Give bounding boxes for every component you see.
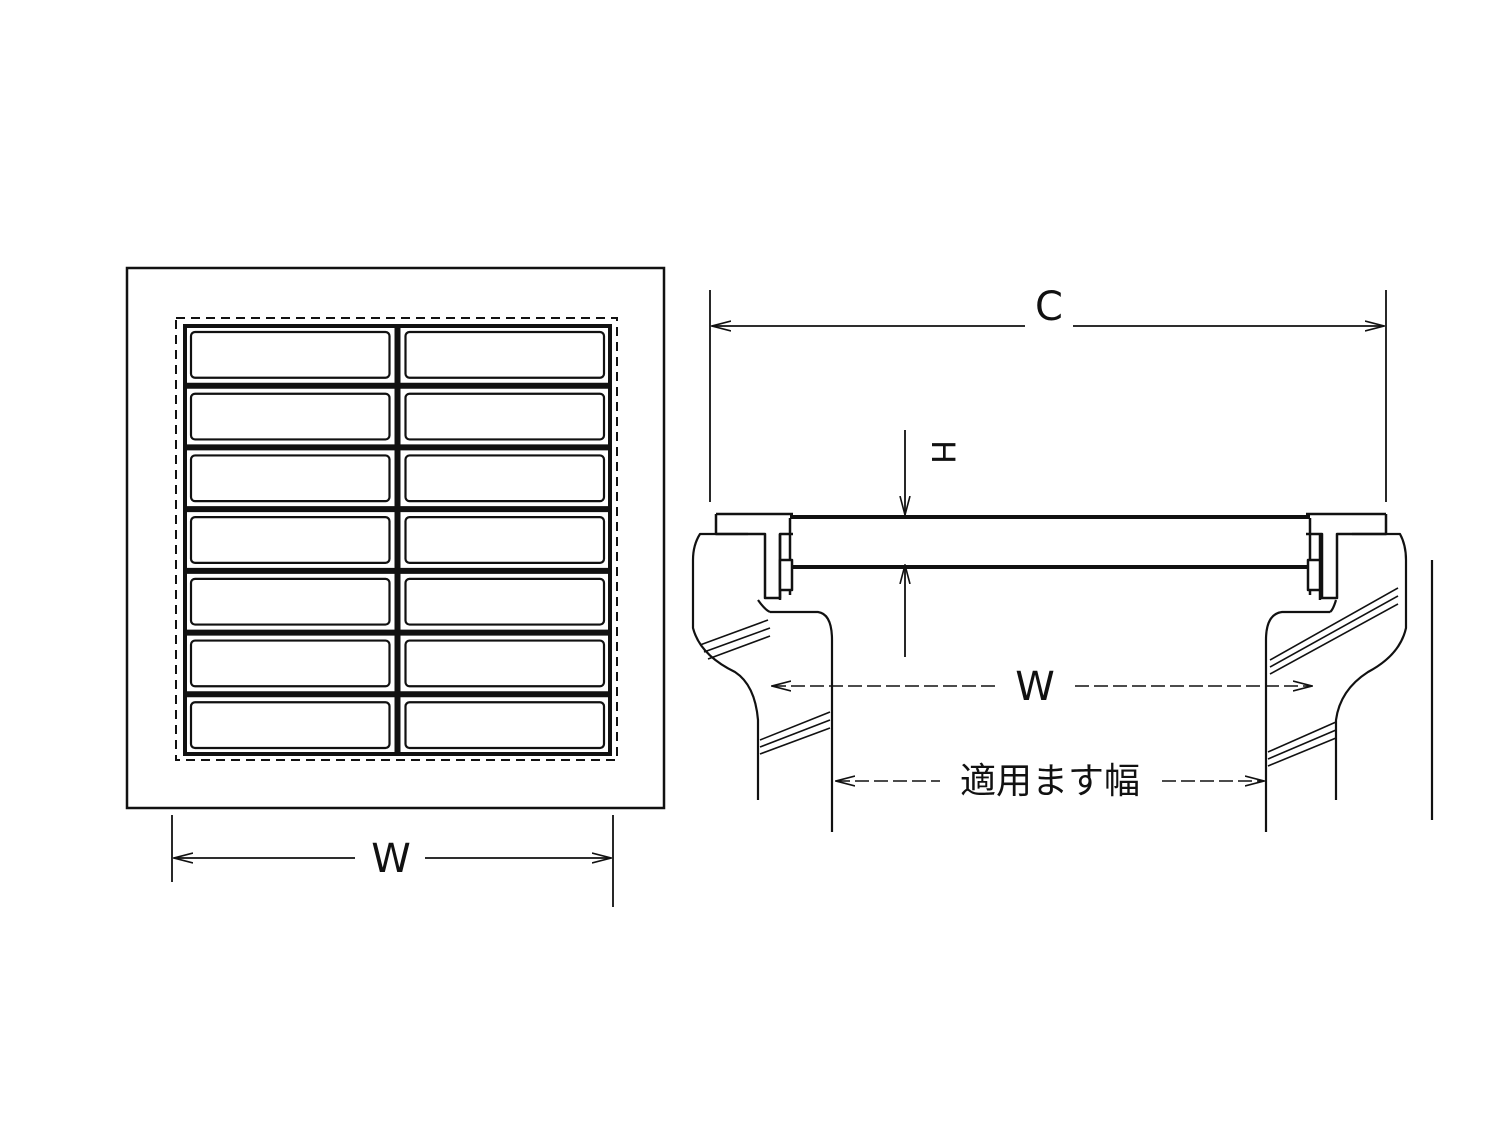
grating-slot [189, 701, 391, 750]
grating-slot [404, 701, 606, 750]
plan-width-label: W [371, 836, 411, 882]
plan-width-dimension: W [171, 815, 614, 907]
applicable-pit-width-label: 適用ます幅 [960, 761, 1140, 802]
right-inner-step [1329, 599, 1338, 613]
lid-left-clip [778, 558, 794, 592]
plan-view: W [125, 266, 666, 907]
pit-walls [691, 532, 1434, 832]
applicable-pit-width-dimension: 適用ます幅 [836, 761, 1264, 802]
left-inner-step [757, 599, 771, 614]
grating-slot [189, 330, 391, 379]
left-inner-wall [770, 610, 834, 832]
height-dimension: H [905, 430, 962, 657]
dashed-opening-outline [175, 317, 618, 761]
grating-slot [404, 392, 606, 441]
inner-width-label: W [1015, 664, 1055, 710]
grating-slot [404, 330, 606, 379]
wall-hatching [699, 587, 1399, 767]
inner-width-dimension: W [772, 664, 1312, 710]
grating-slot [404, 454, 606, 503]
grating-slot [189, 516, 391, 564]
grating-slot [189, 392, 391, 441]
right-outer-wall [1334, 532, 1408, 800]
section-view: C H [691, 284, 1434, 832]
left-outer-wall [691, 532, 760, 800]
grating-slot [404, 639, 606, 688]
grating-slot [189, 454, 391, 503]
overall-width-label: C [1035, 284, 1063, 330]
grating-slot [404, 516, 606, 564]
right-inner-wall [1264, 610, 1330, 832]
overall-width-dimension: C [709, 284, 1387, 502]
lid-right-clip [1306, 558, 1322, 592]
grating-slot [404, 577, 606, 626]
grating-slot [189, 577, 391, 626]
grating-outline [183, 324, 612, 756]
frame-and-lid [714, 512, 1388, 600]
grating-slot [189, 639, 391, 688]
outer-frame [125, 266, 666, 810]
grating-slots [187, 328, 608, 752]
height-label: H [924, 440, 962, 464]
